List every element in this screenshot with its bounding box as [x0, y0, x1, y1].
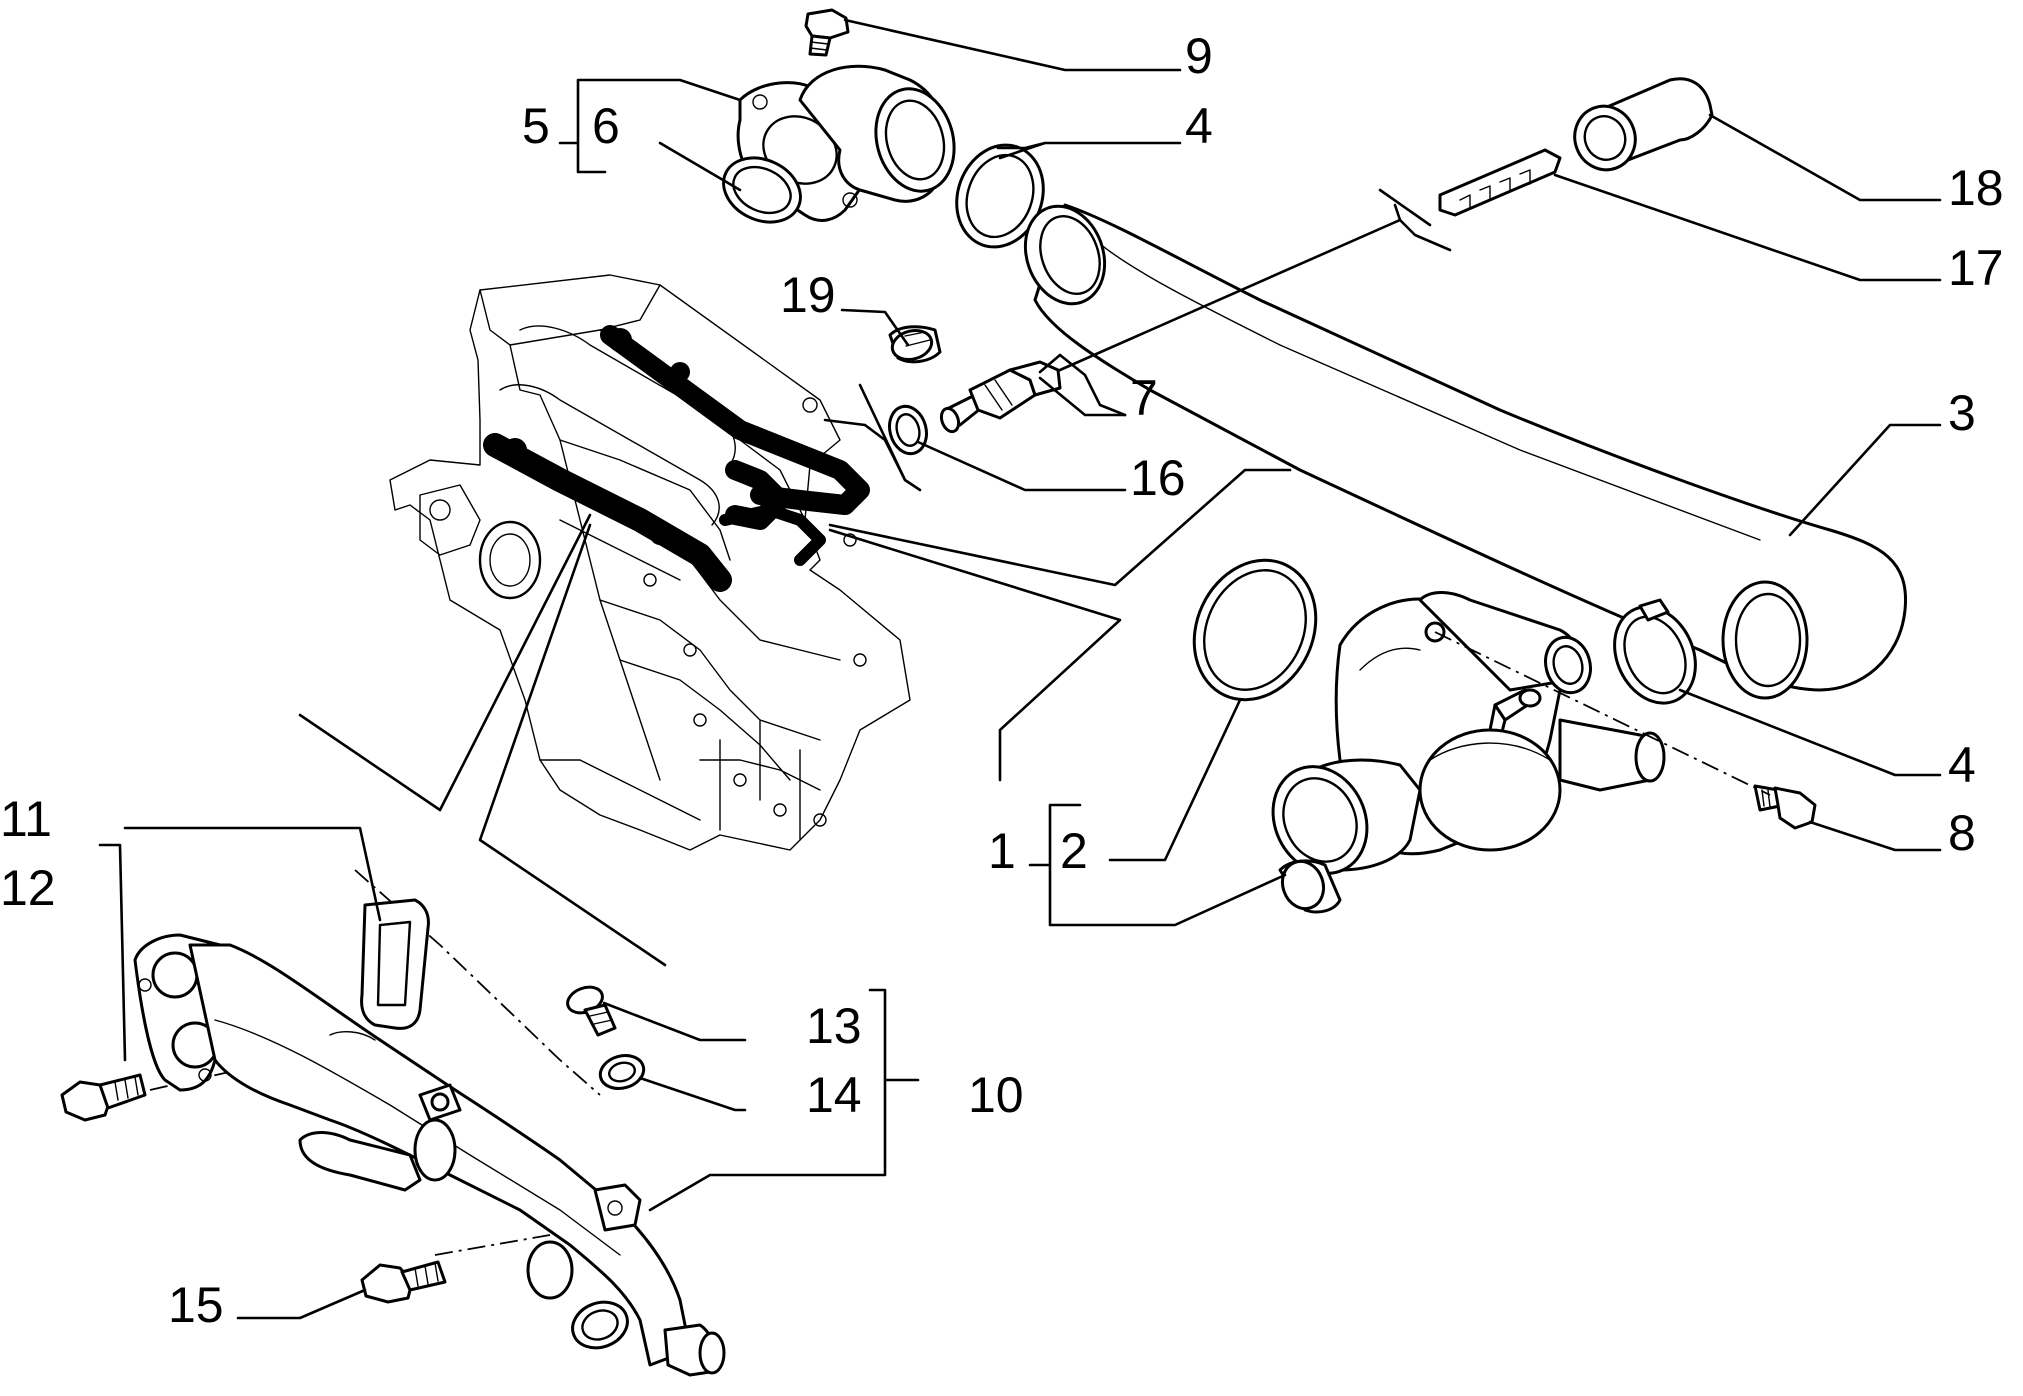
label-14: 14 [806, 1067, 862, 1123]
label-17: 17 [1948, 240, 2004, 296]
clamp-4-right [1613, 598, 1697, 705]
label-2: 2 [1060, 823, 1088, 879]
label-7: 7 [1130, 370, 1158, 426]
label-4-top: 4 [1185, 98, 1213, 154]
label-8: 8 [1948, 805, 1976, 861]
label-5: 5 [522, 98, 550, 154]
clip-17 [1438, 148, 1562, 217]
label-3: 3 [1948, 385, 1976, 441]
washer-14 [598, 1054, 646, 1090]
label-10: 10 [968, 1067, 1024, 1123]
bolt-15 [360, 1260, 447, 1304]
gasket-11 [360, 898, 430, 1030]
axis-lines [149, 631, 1771, 1256]
gasket-6 [722, 156, 802, 224]
label-1: 1 [988, 823, 1016, 879]
leader-lines [98, 18, 1942, 1320]
bolt-12 [60, 1073, 147, 1122]
label-15: 15 [168, 1277, 224, 1333]
gasket-2 [1192, 558, 1318, 702]
water-pipe-10 [133, 933, 726, 1377]
label-16: 16 [1130, 450, 1186, 506]
label-12: 12 [0, 860, 56, 916]
plug-13 [566, 985, 617, 1037]
label-19: 19 [780, 267, 836, 323]
plug-19 [888, 325, 942, 364]
label-4-right: 4 [1948, 737, 1976, 793]
sensor-7 [939, 360, 1062, 434]
part-labels: 1 2 3 4 4 5 6 7 8 9 10 11 12 13 14 15 16… [0, 28, 2004, 1333]
clamp-4-top [955, 143, 1045, 249]
thermostat-housing-1 [1271, 591, 1666, 914]
label-11: 11 [0, 791, 52, 847]
label-6: 6 [592, 98, 620, 154]
label-9: 9 [1185, 28, 1213, 84]
label-18: 18 [1948, 160, 2004, 216]
bolt-8 [1753, 784, 1817, 830]
label-13: 13 [806, 998, 862, 1054]
engine-callout-lines [298, 383, 1292, 967]
engine-block [389, 274, 911, 851]
sleeve-18 [1573, 77, 1714, 172]
hose-3 [1023, 203, 1908, 700]
bolt-9 [804, 8, 850, 57]
